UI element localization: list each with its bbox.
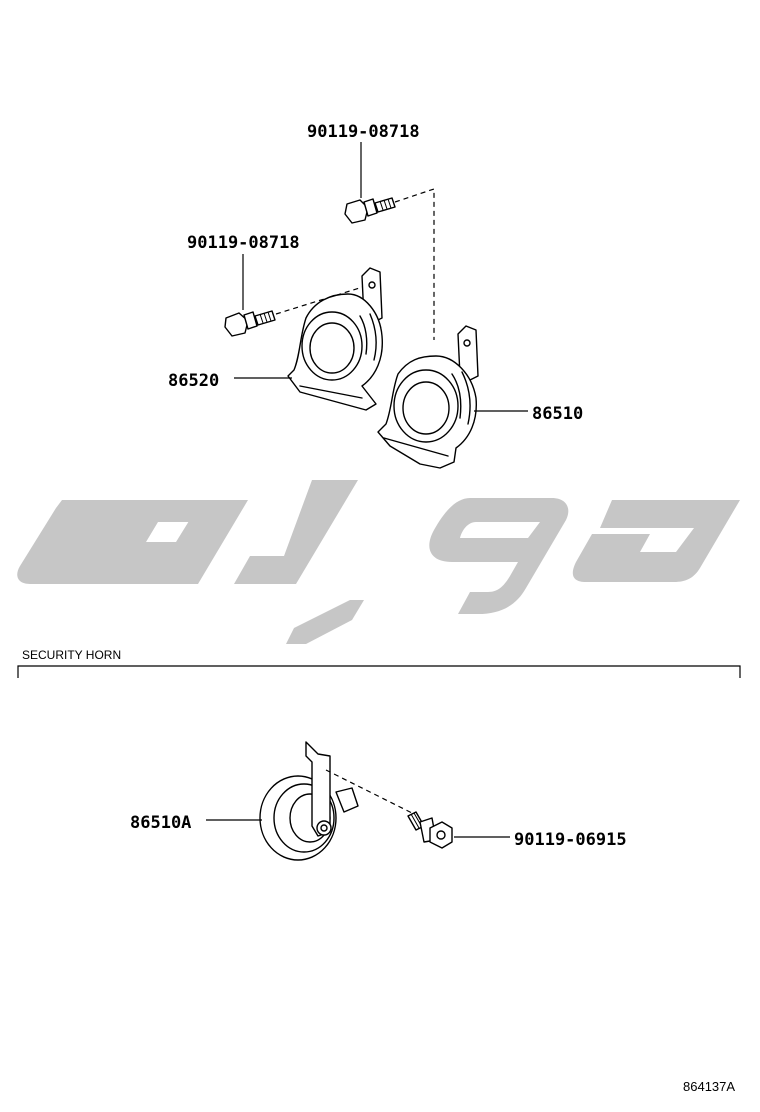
flange-bolt-icon <box>407 811 453 849</box>
disc-horn-icon <box>287 267 383 411</box>
callout-bolt-mid: 90119-08718 <box>187 233 300 253</box>
dashed-guide-security <box>325 769 415 815</box>
callout-security-horn: 86510A <box>130 813 191 833</box>
section-title: SECURITY HORN <box>22 648 121 662</box>
dashed-guide-mid <box>275 285 367 315</box>
callout-bolt-top: 90119-08718 <box>307 122 420 142</box>
flange-bolt-icon <box>224 310 276 337</box>
callout-security-bolt: 90119-06915 <box>514 830 627 850</box>
flange-bolt-icon <box>344 197 396 224</box>
dashed-guide-top <box>394 188 435 340</box>
disc-horn-icon <box>259 741 359 861</box>
disc-horn-icon <box>377 325 479 469</box>
callout-horn-high: 86510 <box>532 404 583 424</box>
watermark-logo <box>17 480 740 644</box>
figure-id: 864137A <box>683 1079 735 1094</box>
section-bracket <box>17 665 741 678</box>
callout-horn-low: 86520 <box>168 371 219 391</box>
